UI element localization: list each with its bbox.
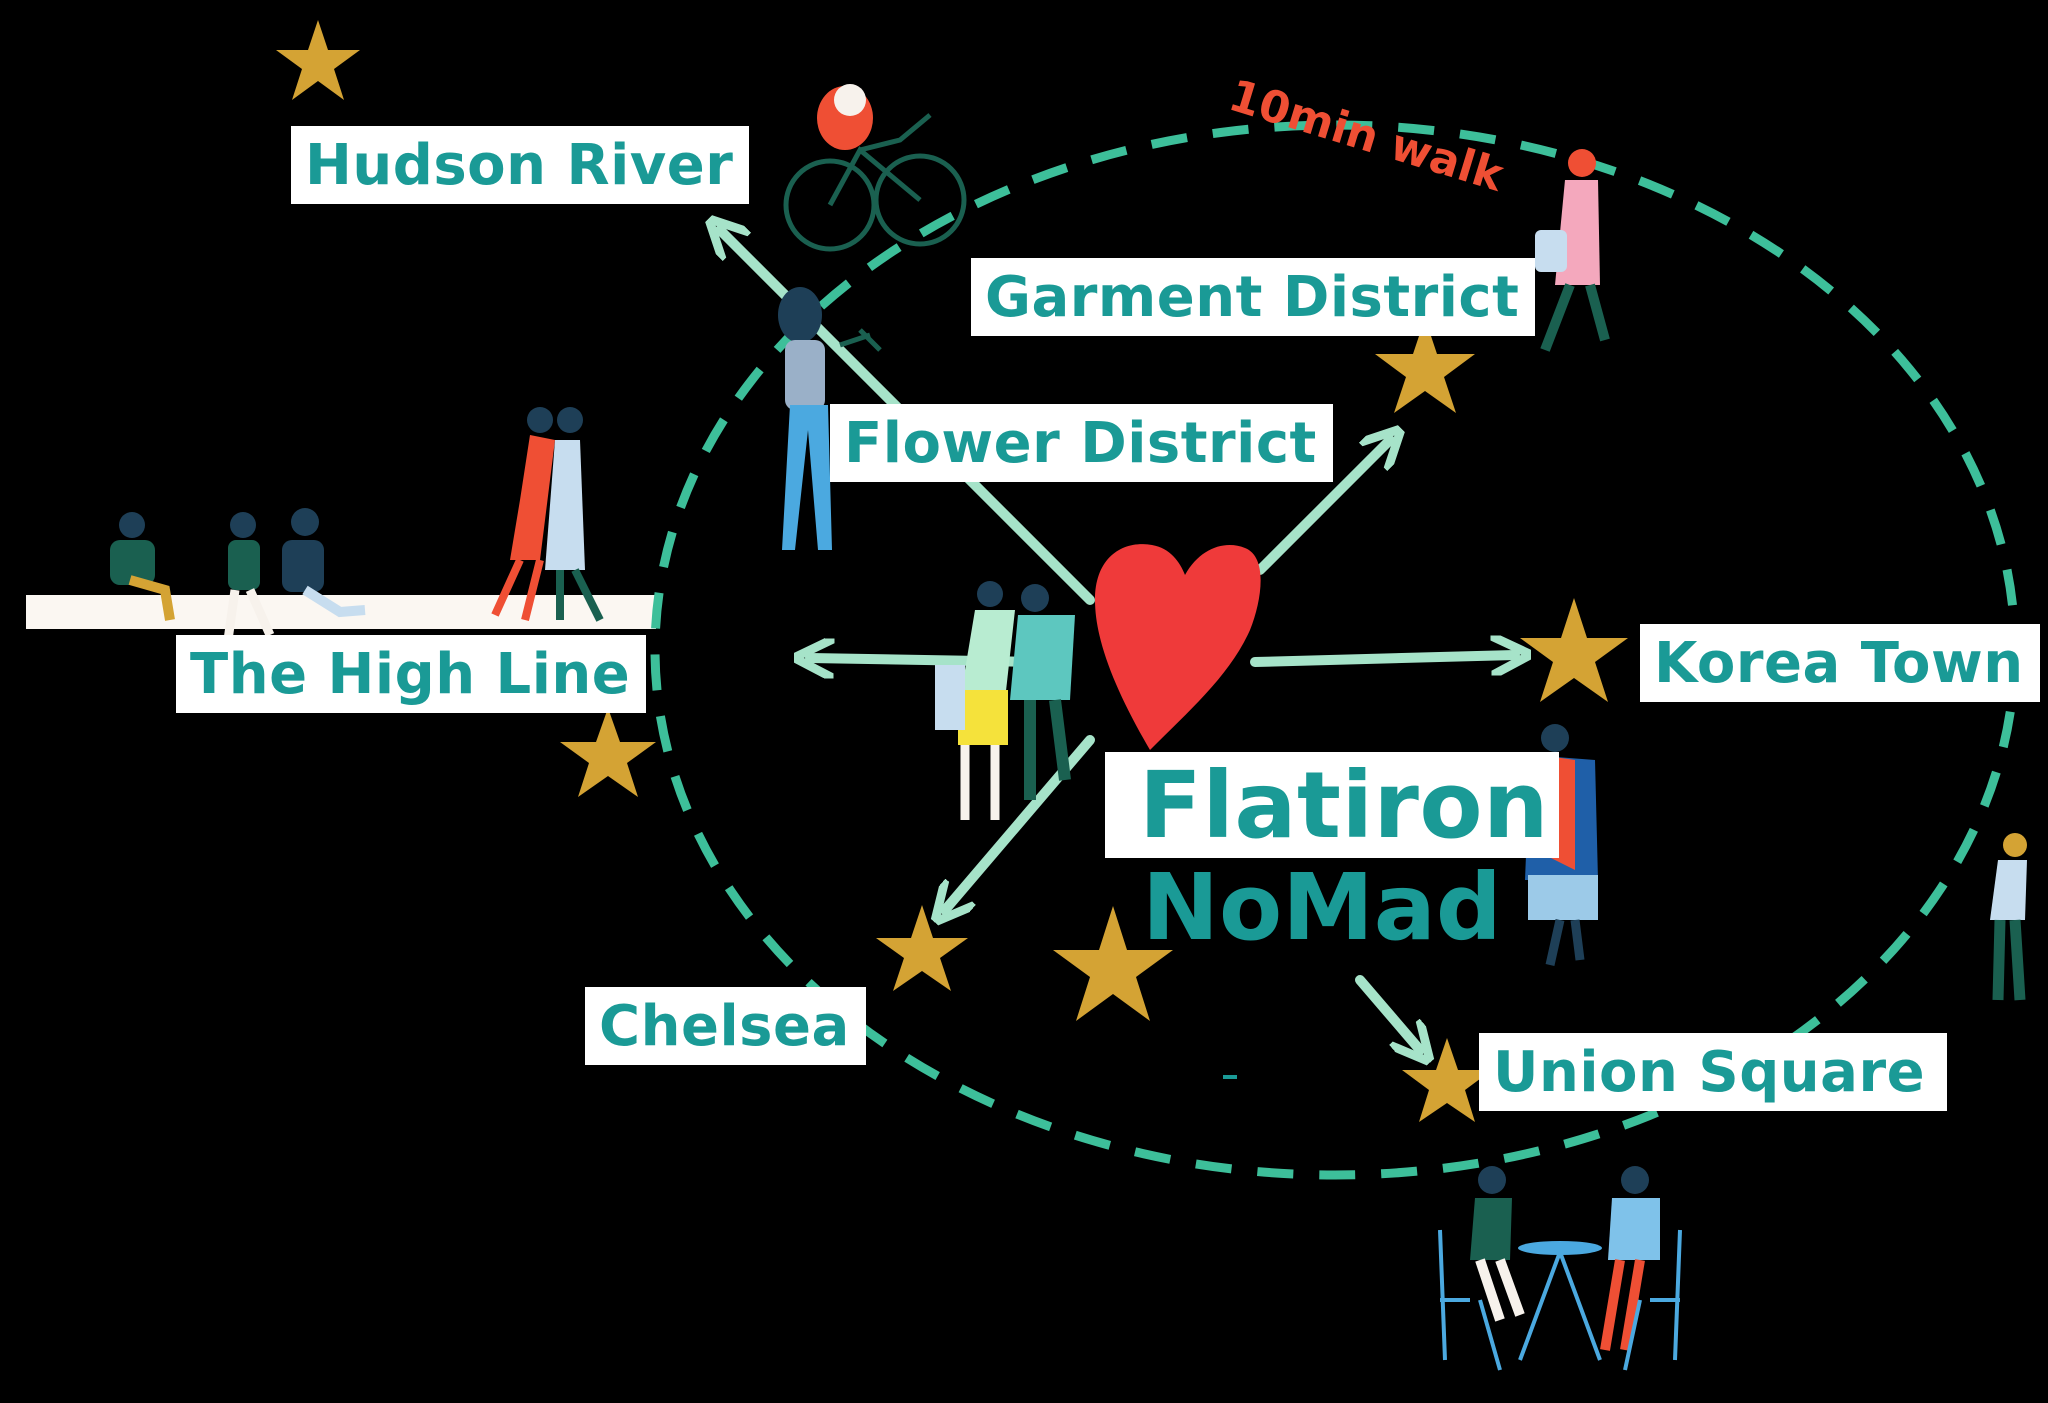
woman-with-flowers-figure [778, 287, 882, 550]
center-title-nomad: NoMad [1142, 854, 1502, 961]
cafe-table-couple-figure [1438, 1166, 1682, 1371]
shopping-couple-figure [935, 581, 1075, 820]
star-icon [1053, 906, 1173, 1021]
star-icon [276, 20, 360, 100]
arrow-to-union-square [1355, 975, 1420, 1050]
label-the-high-line[interactable]: The High Line [176, 635, 647, 713]
label-union-square[interactable]: Union Square [1479, 1033, 1948, 1111]
arrow-to-garment-district [1255, 440, 1390, 575]
star-icon [1402, 1038, 1492, 1122]
heart-icon [1095, 544, 1261, 750]
label-flower-district[interactable]: Flower District [830, 404, 1333, 482]
label-chelsea[interactable]: Chelsea [585, 987, 866, 1065]
center-title-flatiron: Flatiron [1105, 752, 1560, 858]
star-icon [560, 708, 656, 797]
cyclist-figure [783, 84, 967, 252]
man-with-camera-figure [1990, 833, 2027, 1001]
small-mark [1223, 1075, 1237, 1079]
star-icon [1520, 598, 1628, 702]
star-icon [876, 905, 968, 991]
star-icon [1375, 318, 1475, 413]
walking-couple-figure [491, 407, 604, 622]
woman-pink-coat-figure [1535, 149, 1610, 352]
sitting-people-figure [110, 508, 366, 641]
label-hudson-river[interactable]: Hudson River [291, 126, 750, 204]
label-korea-town[interactable]: Korea Town [1640, 624, 2040, 702]
label-garment-district[interactable]: Garment District [971, 258, 1536, 336]
arrow-to-korea-town [1250, 655, 1515, 662]
